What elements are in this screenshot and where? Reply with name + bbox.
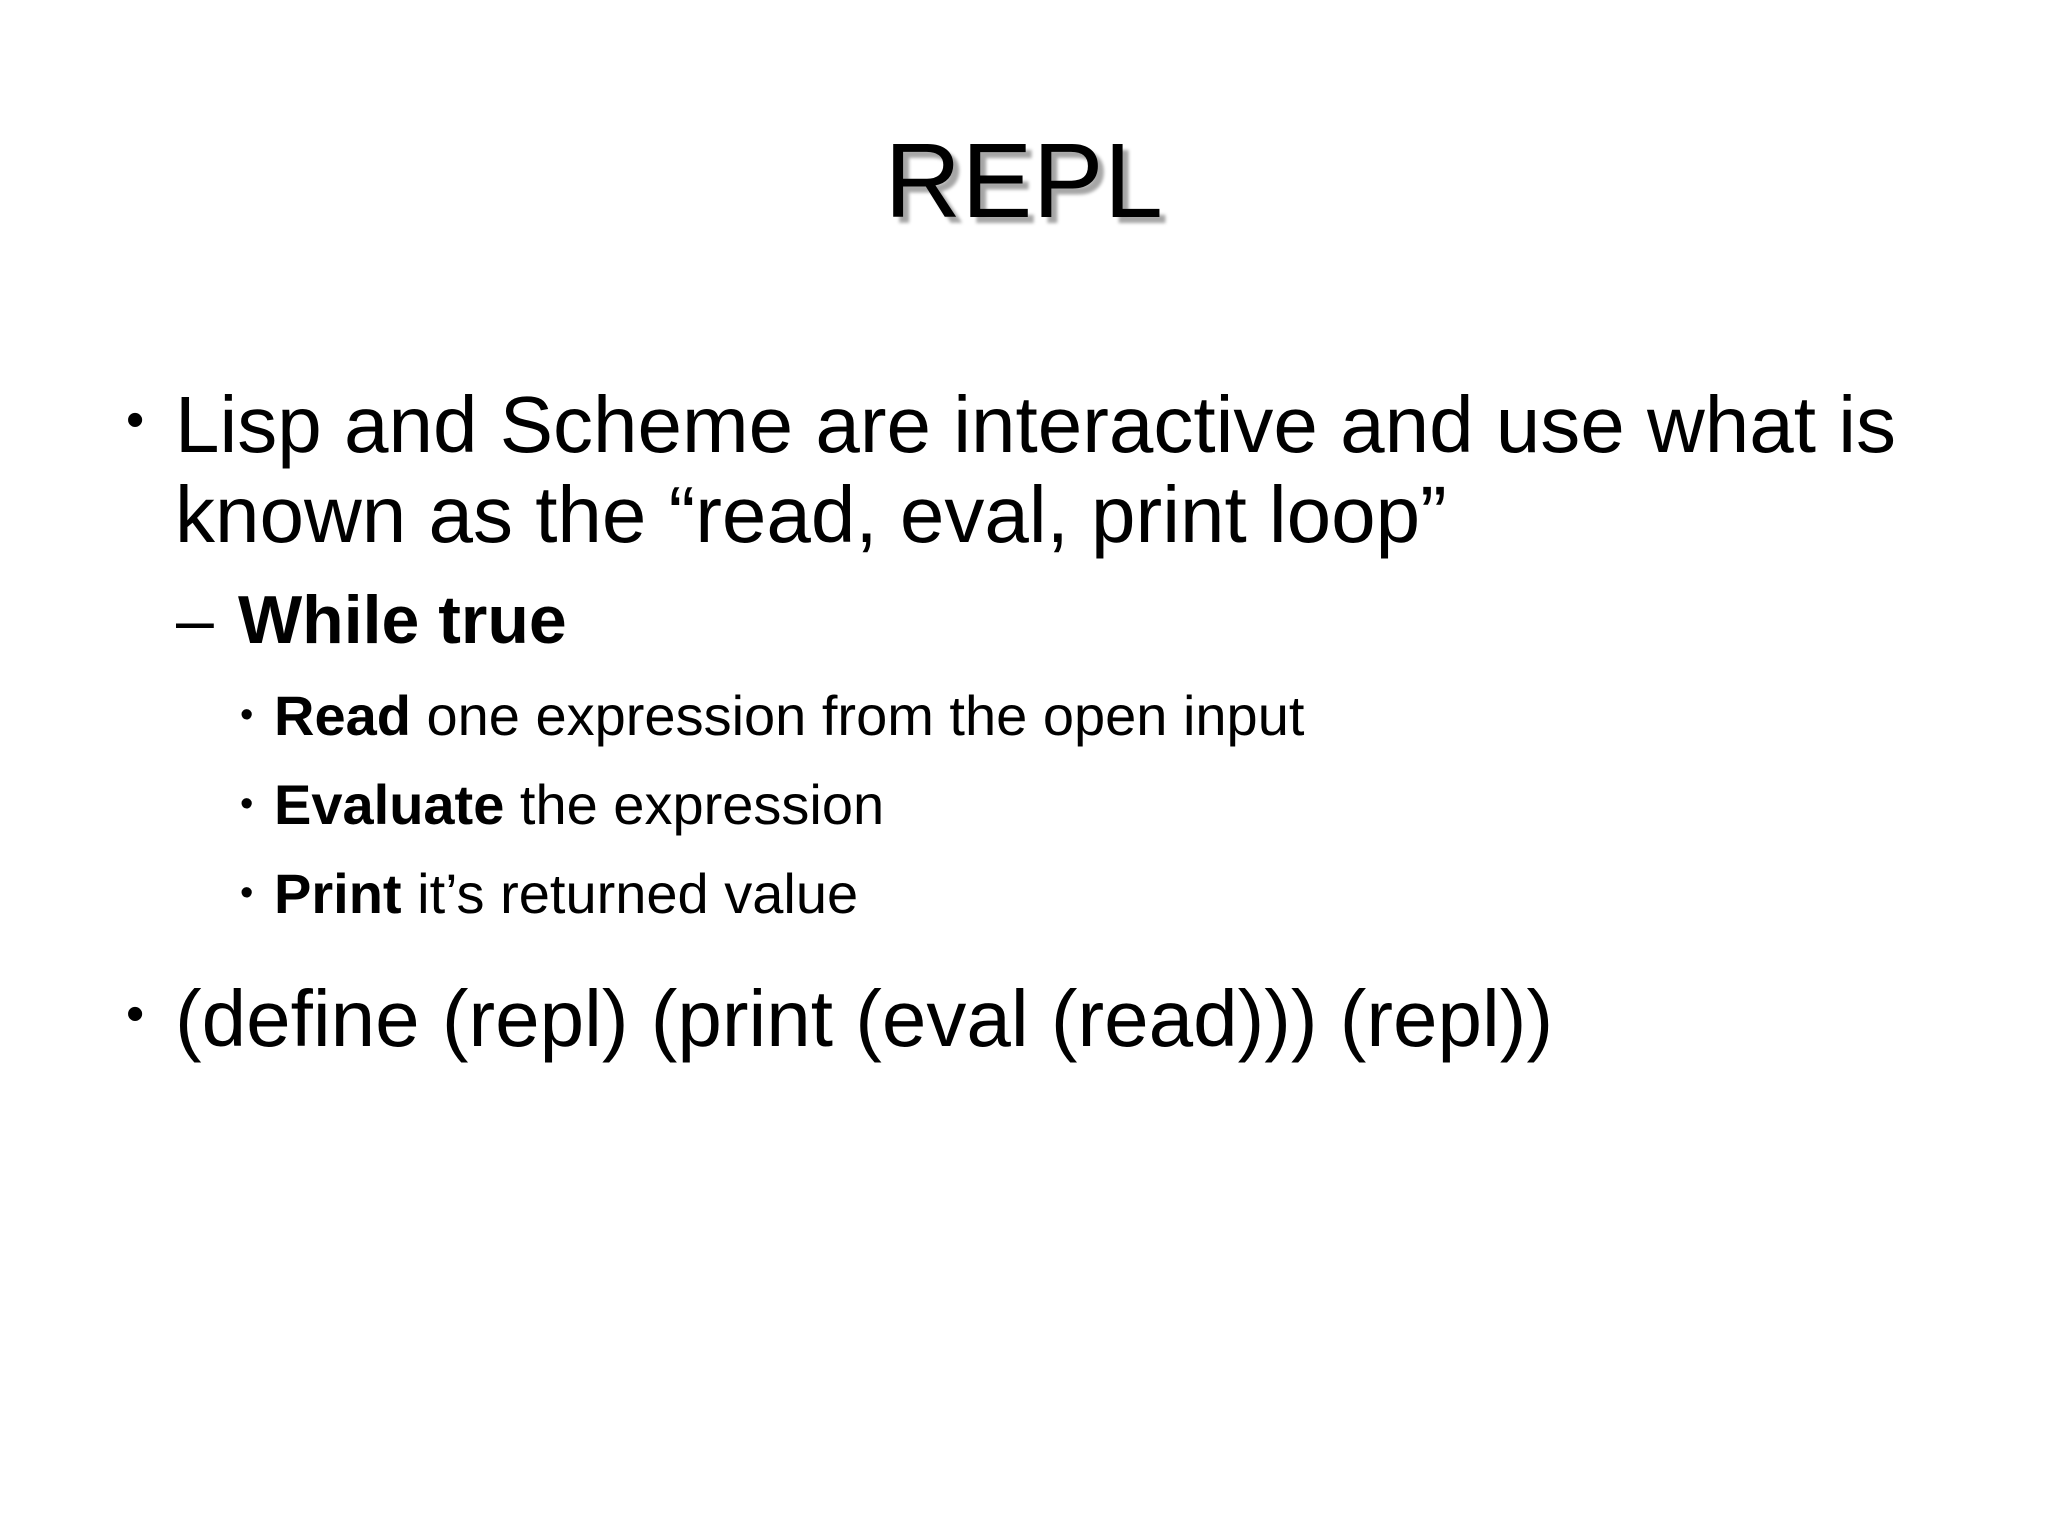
page-title: REPL — [884, 122, 1164, 240]
bullet-level3-evaluate-lead: Evaluate — [274, 773, 505, 837]
bullet-level3-print-text: Print it’s returned value — [274, 860, 2048, 927]
bullet-level3-print-lead: Print — [274, 862, 402, 926]
bullet-level3-read: • Read one expression from the open inpu… — [0, 682, 2048, 749]
bullet-level3-print: • Print it’s returned value — [0, 860, 2048, 927]
bullet-level1-intro-text: Lisp and Scheme are interactive and use … — [175, 380, 1896, 559]
bullet-dot-icon: • — [126, 984, 145, 1043]
bullet-level1-code-text: (define (repl) (print (eval (read))) (re… — [175, 973, 1554, 1063]
bullet-level3-evaluate-text: Evaluate the expression — [274, 771, 2048, 838]
bullet-level3-read-rest: one expression from the open input — [410, 684, 1305, 748]
bullet-level3-read-text: Read one expression from the open input — [274, 682, 2048, 749]
bullet-level3-print-rest: it’s returned value — [401, 862, 859, 926]
slide-body: • Lisp and Scheme are interactive and us… — [0, 380, 2048, 1063]
bullet-dot-icon: • — [240, 872, 254, 915]
bullet-level1-intro: • Lisp and Scheme are interactive and us… — [0, 380, 2048, 559]
bullet-level2-while-true-text: While true — [238, 582, 567, 659]
bullet-level1-code: • (define (repl) (print (eval (read))) (… — [0, 974, 2048, 1064]
bullet-dot-icon: • — [240, 783, 254, 826]
bullet-level3-read-lead: Read — [274, 684, 411, 748]
bullet-dot-icon: • — [126, 391, 145, 449]
bullet-level3-evaluate-rest: the expression — [504, 773, 885, 837]
bullet-dot-icon: • — [240, 694, 254, 737]
bullet-level3-evaluate: • Evaluate the expression — [0, 771, 2048, 838]
bullet-dash-icon: – — [176, 582, 214, 659]
bullet-level2-while-true: – While true — [0, 581, 2048, 660]
